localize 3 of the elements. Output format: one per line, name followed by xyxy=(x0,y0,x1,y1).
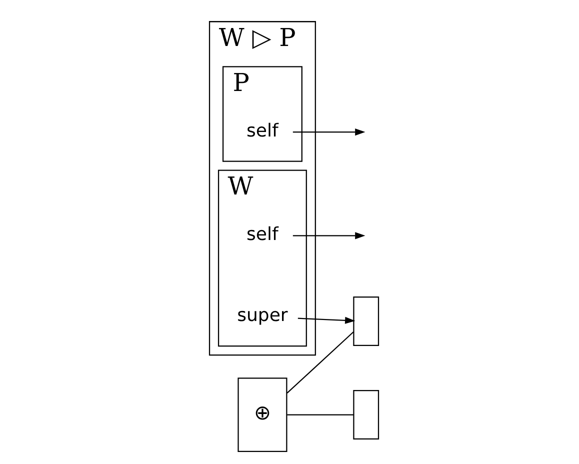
node-text: super xyxy=(237,305,288,326)
node-text: self xyxy=(246,224,278,245)
node-text: self xyxy=(246,120,278,142)
